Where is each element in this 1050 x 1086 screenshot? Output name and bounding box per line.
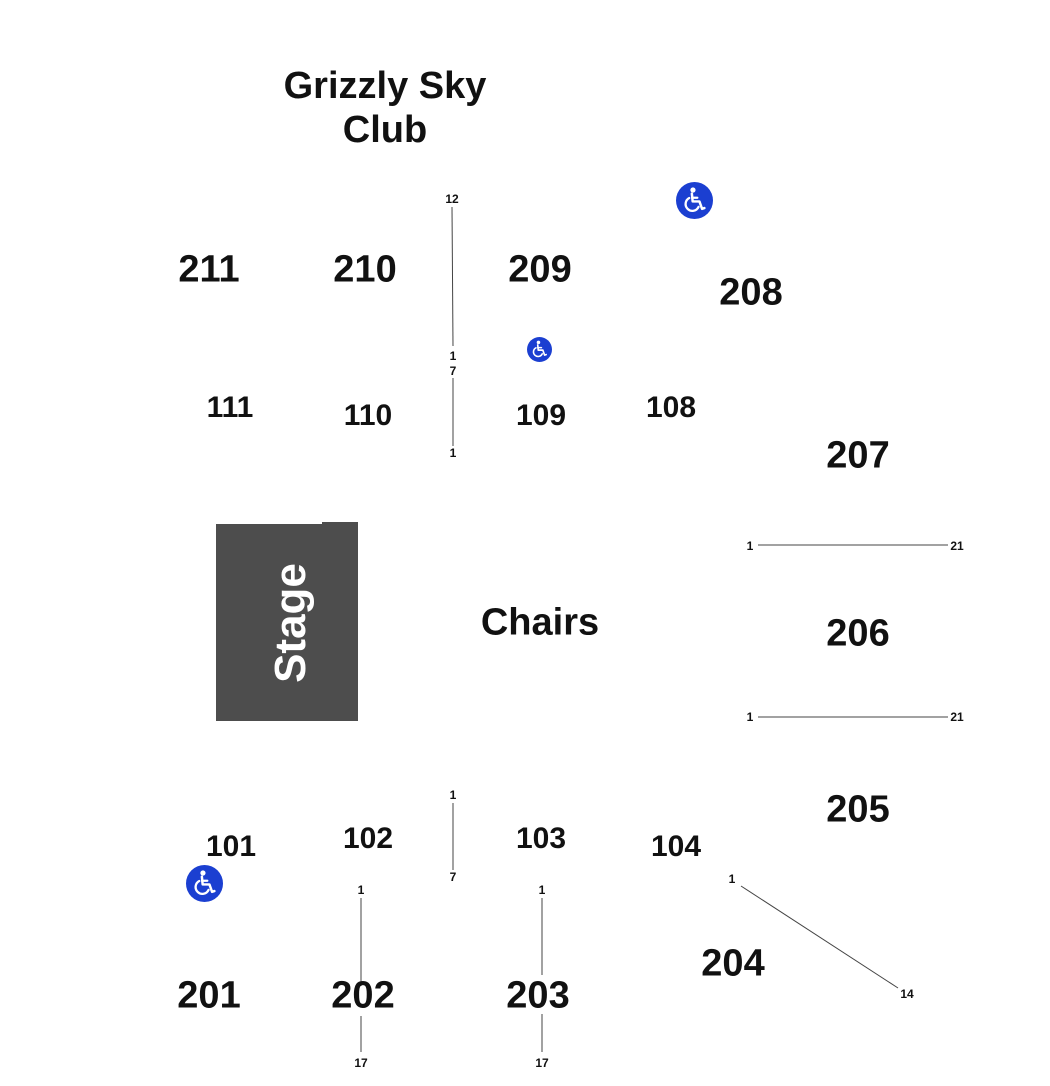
section-103[interactable]: 103 xyxy=(515,822,567,855)
row-label: 17 xyxy=(535,1056,549,1070)
wheelchair-icon[interactable] xyxy=(186,865,223,902)
row-label: 12 xyxy=(445,192,459,206)
venue-title-line2: Club xyxy=(342,109,428,151)
row-label: 1 xyxy=(449,446,457,460)
wheelchair-icon[interactable] xyxy=(676,182,713,219)
row-label: 17 xyxy=(354,1056,368,1070)
section-208[interactable]: 208 xyxy=(719,271,783,314)
section-104[interactable]: 104 xyxy=(650,830,702,863)
section-205[interactable]: 205 xyxy=(826,788,890,831)
row-label: 1 xyxy=(538,883,546,897)
floor-chairs-label[interactable]: Chairs xyxy=(480,601,600,644)
row-label: 7 xyxy=(449,364,457,378)
section-201[interactable]: 201 xyxy=(177,974,241,1017)
stage-notch xyxy=(322,522,358,524)
section-102[interactable]: 102 xyxy=(342,822,394,855)
section-207[interactable]: 207 xyxy=(826,434,890,477)
section-211[interactable]: 211 xyxy=(178,248,240,291)
section-210[interactable]: 210 xyxy=(333,248,397,291)
section-109[interactable]: 109 xyxy=(515,399,567,432)
section-110[interactable]: 110 xyxy=(343,399,393,432)
section-108[interactable]: 108 xyxy=(645,391,697,424)
row-label: 1 xyxy=(728,872,736,886)
stage-label: Stage xyxy=(266,563,315,683)
venue-title: Grizzly Sky Club xyxy=(270,64,500,152)
row-label: 1 xyxy=(449,788,457,802)
row-label: 1 xyxy=(357,883,365,897)
section-111[interactable]: 111 xyxy=(206,391,254,424)
section-203[interactable]: 203 xyxy=(506,974,570,1017)
section-206[interactable]: 206 xyxy=(826,612,890,655)
row-label: 14 xyxy=(900,987,914,1001)
venue-title-line1: Grizzly Sky xyxy=(283,65,487,107)
row-label: 1 xyxy=(746,710,754,724)
wheelchair-icon[interactable] xyxy=(527,337,552,362)
section-209[interactable]: 209 xyxy=(508,248,572,291)
row-label: 21 xyxy=(950,539,964,553)
section-101[interactable]: 101 xyxy=(205,830,257,863)
row-label: 1 xyxy=(449,349,457,363)
row-line-209 xyxy=(451,206,454,347)
row-label: 7 xyxy=(449,870,457,884)
section-202[interactable]: 202 xyxy=(331,974,395,1017)
row-line-204 xyxy=(740,885,899,989)
row-label: 21 xyxy=(950,710,964,724)
row-label: 1 xyxy=(746,539,754,553)
stage xyxy=(216,524,358,721)
section-204[interactable]: 204 xyxy=(701,942,765,985)
